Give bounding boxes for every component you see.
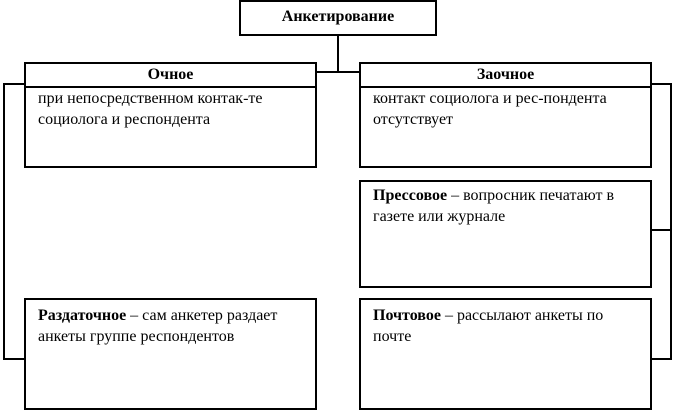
full-time-text: при непосредственном контак-те социолога… [38, 90, 263, 128]
handout-term: Раздаточное [38, 307, 127, 324]
handout-content: Раздаточное – сам анкетер раздает анкеты… [38, 305, 305, 347]
postal-term: Почтовое [373, 307, 441, 324]
press-box: Прессовое – вопросник печатают в газете … [359, 180, 652, 288]
root-title: Анкетирование [281, 8, 395, 25]
correspondence-header-box: Заочное [359, 62, 652, 88]
press-content: Прессовое – вопросник печатают в газете … [373, 185, 640, 227]
correspondence-text: контакт социолога и рес-пондента отсутст… [373, 90, 607, 128]
correspondence-header: Заочное [476, 66, 535, 83]
postal-text: – рассылают анкеты по почте [373, 307, 604, 345]
press-term: Прессовое [373, 187, 448, 204]
handout-text: – сам анкетер раздает анкеты группе респ… [38, 307, 278, 345]
full-time-body-box: при непосредственном контак-те социолога… [24, 86, 317, 168]
postal-content: Почтовое – рассылают анкеты по почте [373, 305, 640, 347]
handout-box: Раздаточное – сам анкетер раздает анкеты… [24, 298, 317, 410]
postal-box: Почтовое – рассылают анкеты по почте [359, 298, 652, 410]
root-box: Анкетирование [239, 0, 437, 36]
full-time-header: Очное [147, 66, 194, 83]
correspondence-body-box: контакт социолога и рес-пондента отсутст… [359, 86, 652, 168]
right-bracket-line [651, 83, 672, 360]
press-text: – вопросник печатают в газете или журнал… [373, 187, 615, 225]
left-bracket-line [3, 83, 24, 360]
full-time-header-box: Очное [24, 62, 317, 88]
